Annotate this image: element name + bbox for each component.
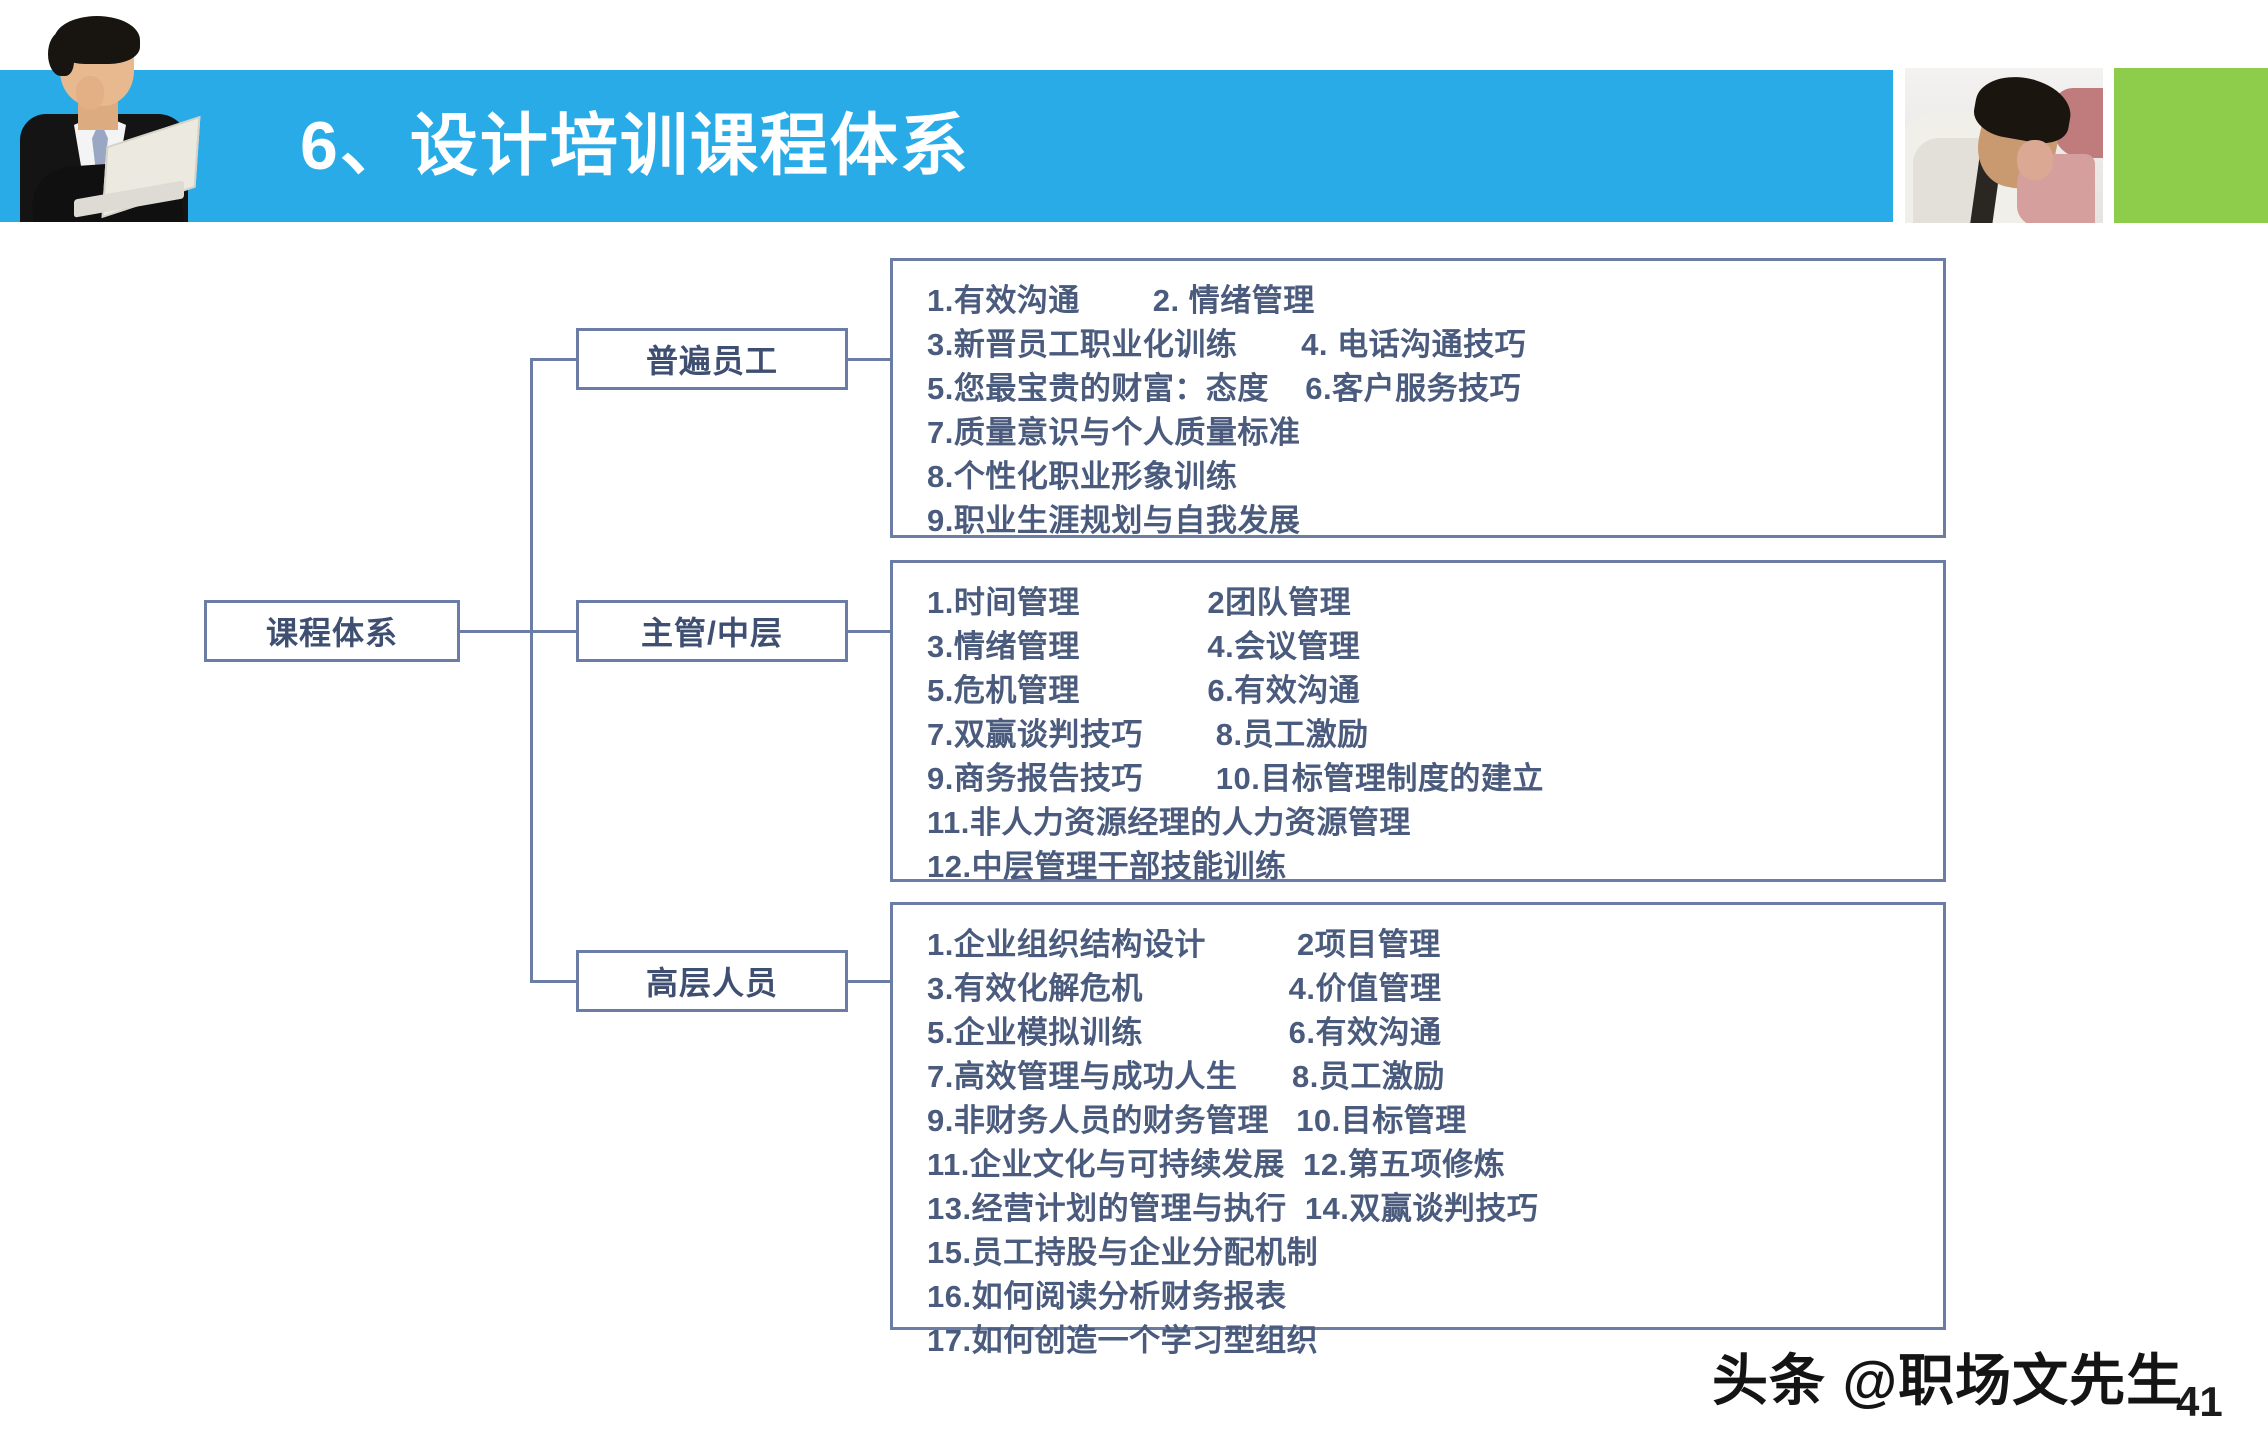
watermark-text: 头条 @职场文先生 xyxy=(1712,1349,2184,1412)
course-line: 5.企业模拟训练 6.有效沟通 xyxy=(927,1015,1442,1050)
tree-node-root: 课程体系 xyxy=(204,600,460,662)
course-system-tree-diagram: 课程体系 普遍员工 主管/中层 高层人员 1.有效沟通 2. 情绪管理 3.新晋… xyxy=(0,240,2268,1370)
tree-node-senior-staff: 高层人员 xyxy=(576,950,848,1012)
course-line: 3.有效化解危机 4.价值管理 xyxy=(927,971,1442,1006)
tree-node-supervisor-middle: 主管/中层 xyxy=(576,600,848,662)
course-line: 3.情绪管理 4.会议管理 xyxy=(927,629,1361,664)
header-banner-bar xyxy=(0,70,1893,222)
page-number: 41 xyxy=(2176,1378,2223,1425)
connector-branch-1-to-panel-1 xyxy=(846,358,892,361)
course-line: 9.职业生涯规划与自我发展 xyxy=(927,503,1301,538)
connector-spine-to-branch-1 xyxy=(530,358,578,361)
course-line: 9.商务报告技巧 10.目标管理制度的建立 xyxy=(927,761,1544,796)
course-line: 11.非人力资源经理的人力资源管理 xyxy=(927,805,1411,840)
course-line: 12.中层管理干部技能训练 xyxy=(927,849,1287,884)
course-line: 5.危机管理 6.有效沟通 xyxy=(927,673,1361,708)
course-line: 11.企业文化与可持续发展 12.第五项修炼 xyxy=(927,1147,1506,1182)
page-title: 6、设计培训课程体系 xyxy=(300,108,970,184)
connector-spine-to-branch-2 xyxy=(530,630,578,633)
slide-header: 6、设计培训课程体系 xyxy=(0,0,2268,240)
connector-vertical-spine xyxy=(530,358,533,982)
course-panel-supervisor-middle: 1.时间管理 2团队管理 3.情绪管理 4.会议管理 5.危机管理 6.有效沟通… xyxy=(890,560,1946,884)
businessman-with-laptop-photo xyxy=(12,14,212,222)
course-line: 15.员工持股与企业分配机制 xyxy=(927,1235,1319,1270)
course-panel-senior-staff: 1.企业组织结构设计 2项目管理 3.有效化解危机 4.价值管理 5.企业模拟训… xyxy=(890,902,1946,1358)
course-panel-general-staff: 1.有效沟通 2. 情绪管理 3.新晋员工职业化训练 4. 电话沟通技巧 5.您… xyxy=(890,258,1946,538)
course-line: 9.非财务人员的财务管理 10.目标管理 xyxy=(927,1103,1467,1138)
course-line: 1.时间管理 2团队管理 xyxy=(927,585,1352,620)
course-line: 1.有效沟通 2. 情绪管理 xyxy=(927,283,1315,318)
course-line: 7.高效管理与成功人生 8.员工激励 xyxy=(927,1059,1445,1094)
course-line: 7.质量意识与个人质量标准 xyxy=(927,415,1301,450)
connector-root-to-spine xyxy=(460,630,532,633)
header-accent-block xyxy=(2114,68,2268,223)
connector-branch-2-to-panel-2 xyxy=(846,630,892,633)
course-line: 1.企业组织结构设计 2项目管理 xyxy=(927,927,1441,962)
connector-spine-to-branch-3 xyxy=(530,980,578,983)
connector-branch-3-to-panel-3 xyxy=(846,980,892,983)
tree-node-general-staff: 普遍员工 xyxy=(576,328,848,390)
businessman-thinking-photo xyxy=(1905,68,2103,223)
course-line: 5.您最宝贵的财富：态度 6.客户服务技巧 xyxy=(927,371,1522,406)
course-line: 13.经营计划的管理与执行 14.双赢谈判技巧 xyxy=(927,1191,1539,1226)
course-line: 17.如何创造一个学习型组织 xyxy=(927,1323,1319,1358)
course-line: 8.个性化职业形象训练 xyxy=(927,459,1238,494)
course-line: 3.新晋员工职业化训练 4. 电话沟通技巧 xyxy=(927,327,1527,362)
course-line: 16.如何阅读分析财务报表 xyxy=(927,1279,1287,1314)
course-line: 7.双赢谈判技巧 8.员工激励 xyxy=(927,717,1369,752)
